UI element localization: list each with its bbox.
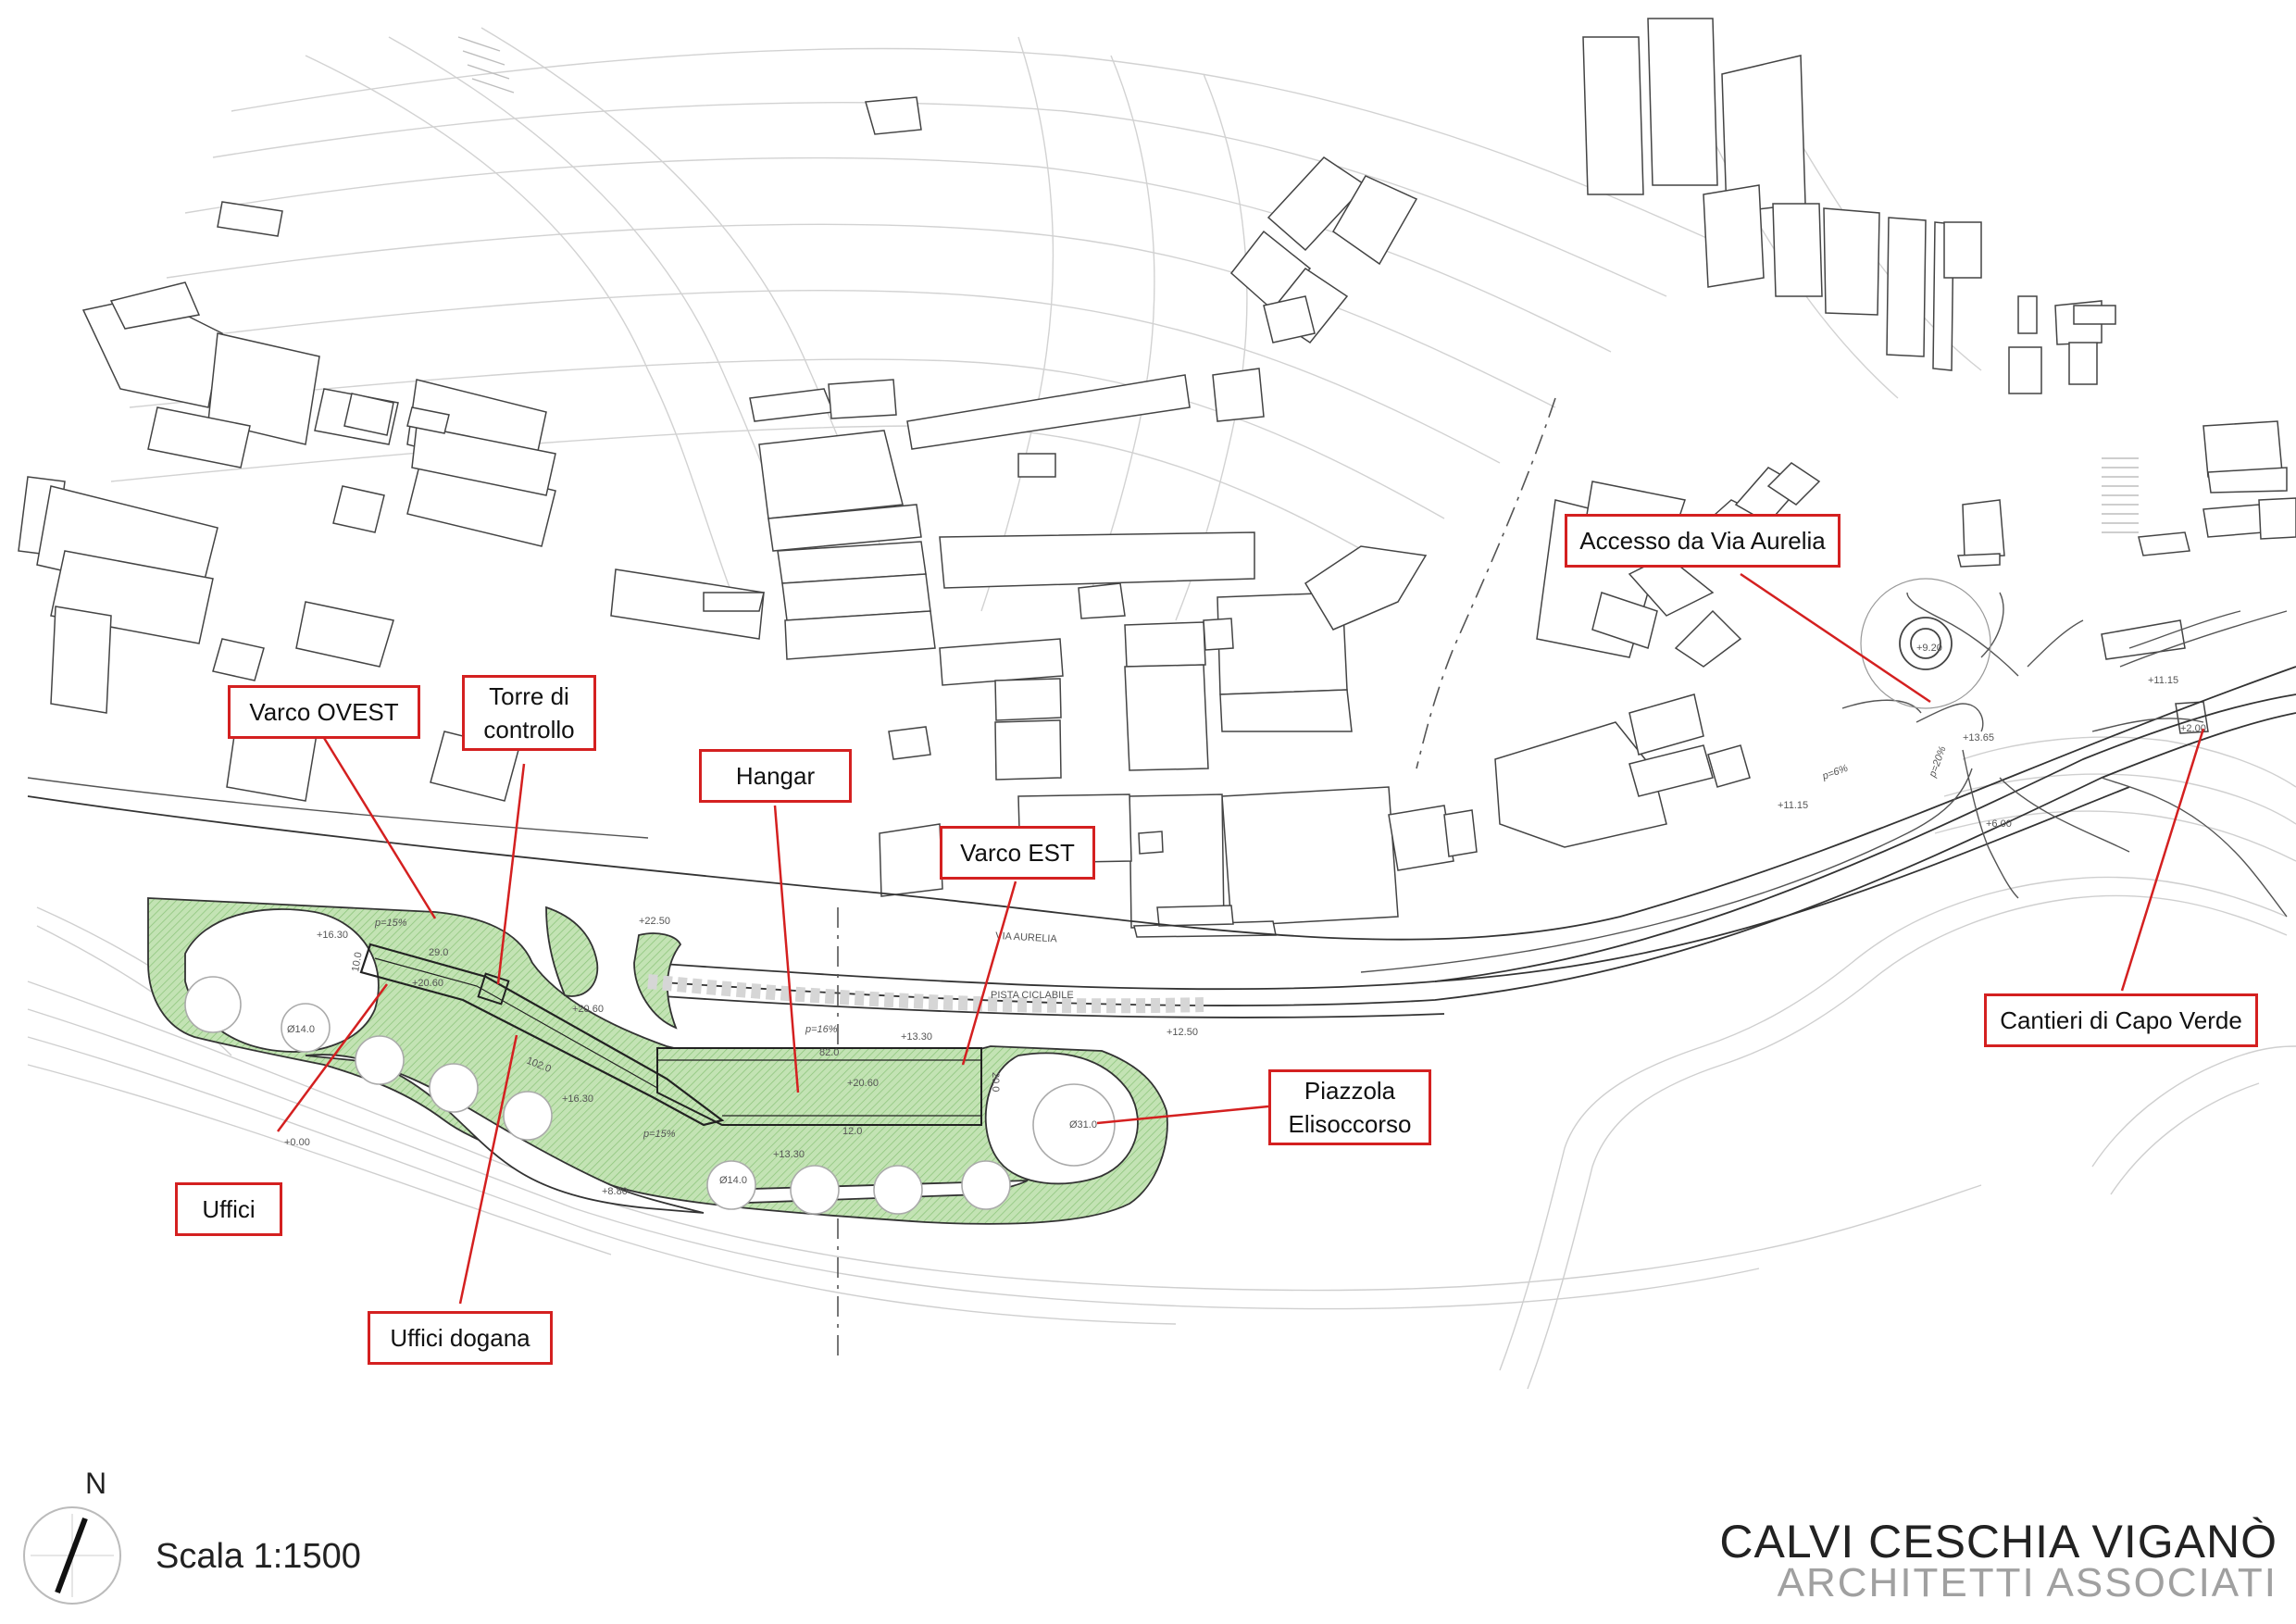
plan-annotations: VIA AURELIA PISTA CICLABILE p=15% p=15% … (284, 643, 2206, 1197)
callout-uffici-text: Uffici (202, 1195, 256, 1223)
svg-text:+20.60: +20.60 (572, 1004, 604, 1015)
svg-text:+12.50: +12.50 (1167, 1027, 1198, 1038)
svg-text:+13.30: +13.30 (773, 1149, 805, 1160)
callout-varco-est-text: Varco EST (960, 839, 1075, 867)
callout-hangar: Hangar (699, 749, 852, 803)
callout-uffici-dogana-text: Uffici dogana (390, 1324, 530, 1352)
via-aurelia-road (27, 666, 2296, 1018)
boundary-line (837, 397, 1556, 1361)
svg-text:+9.20: +9.20 (1916, 643, 1942, 654)
office-building (359, 943, 725, 1127)
callout-torre-line1: Torre di (489, 682, 569, 710)
svg-text:+16.30: +16.30 (317, 930, 348, 941)
svg-text:+11.15: +11.15 (1778, 800, 1808, 811)
label-via-aurelia: VIA AURELIA (995, 931, 1058, 945)
callout-hangar-text: Hangar (735, 762, 816, 790)
svg-text:+13.30: +13.30 (901, 1031, 932, 1043)
callout-piazzola-line2: Elisoccorso (1288, 1110, 1412, 1138)
svg-text:+20.60: +20.60 (412, 978, 443, 989)
svg-text:+2.00: +2.00 (2180, 723, 2206, 734)
north-arrow (23, 1506, 121, 1605)
svg-text:p=16%: p=16% (805, 1024, 838, 1035)
svg-text:+22.50: +22.50 (639, 916, 670, 927)
svg-text:p=20%: p=20% (1927, 744, 1949, 780)
callout-uffici: Uffici (175, 1182, 282, 1236)
callout-accesso-via-aurelia: Accesso da Via Aurelia (1565, 514, 1841, 568)
road-secondary (27, 592, 2288, 973)
svg-text:29.0: 29.0 (429, 947, 448, 958)
scale-label: Scala 1:1500 (156, 1537, 361, 1576)
firm-subtitle: ARCHITETTI ASSOCIATI (1777, 1560, 2277, 1605)
callout-piazzola-line1: Piazzola (1304, 1077, 1396, 1105)
svg-text:+6.00: +6.00 (1986, 818, 2012, 830)
hangar-building (656, 1047, 982, 1126)
svg-text:+8.80: +8.80 (602, 1186, 628, 1197)
road-vehicles (647, 974, 1204, 1014)
callout-varco-ovest: Varco OVEST (228, 685, 420, 739)
callout-uffici-dogana: Uffici dogana (368, 1311, 553, 1365)
svg-text:10.0: 10.0 (350, 951, 365, 972)
helipads (184, 976, 1116, 1215)
leader-lines (276, 572, 2205, 1305)
svg-text:p=15%: p=15% (643, 1129, 676, 1140)
callout-accesso-text: Accesso da Via Aurelia (1579, 527, 1826, 555)
callout-torre-line2: controllo (483, 716, 575, 743)
svg-text:82.0: 82.0 (819, 1047, 839, 1058)
svg-text:+0.00: +0.00 (284, 1137, 310, 1148)
svg-text:12.0: 12.0 (842, 1126, 862, 1137)
callout-varco-est: Varco EST (940, 826, 1095, 880)
svg-text:p=6%: p=6% (1820, 763, 1850, 782)
north-label: N (85, 1467, 107, 1500)
callout-cantieri-text: Cantieri di Capo Verde (2000, 1006, 2242, 1034)
roundabout (1860, 578, 1991, 709)
svg-text:20.0: 20.0 (990, 1072, 1001, 1092)
terraces (457, 36, 2139, 533)
callout-varco-ovest-text: Varco OVEST (249, 698, 399, 726)
svg-text:+13.65: +13.65 (1963, 732, 1994, 743)
svg-text:Ø31.0: Ø31.0 (1069, 1119, 1097, 1131)
callout-piazzola-elisoccorso: Piazzola Elisoccorso (1268, 1069, 1431, 1145)
firm-name: CALVI CESCHIA VIGANÒ (1719, 1516, 2277, 1568)
svg-text:Ø14.0: Ø14.0 (719, 1175, 747, 1186)
svg-text:Ø14.0: Ø14.0 (287, 1024, 315, 1035)
label-pista-ciclabile: PISTA CICLABILE (991, 990, 1074, 1001)
svg-text:+16.30: +16.30 (562, 1093, 593, 1105)
svg-text:+11.15: +11.15 (2148, 675, 2178, 686)
svg-text:p=15%: p=15% (374, 918, 407, 929)
callout-torre-di-controllo: Torre di controllo (462, 675, 596, 751)
callout-cantieri-capo-verde: Cantieri di Capo Verde (1984, 993, 2258, 1047)
svg-text:+20.60: +20.60 (847, 1078, 879, 1089)
